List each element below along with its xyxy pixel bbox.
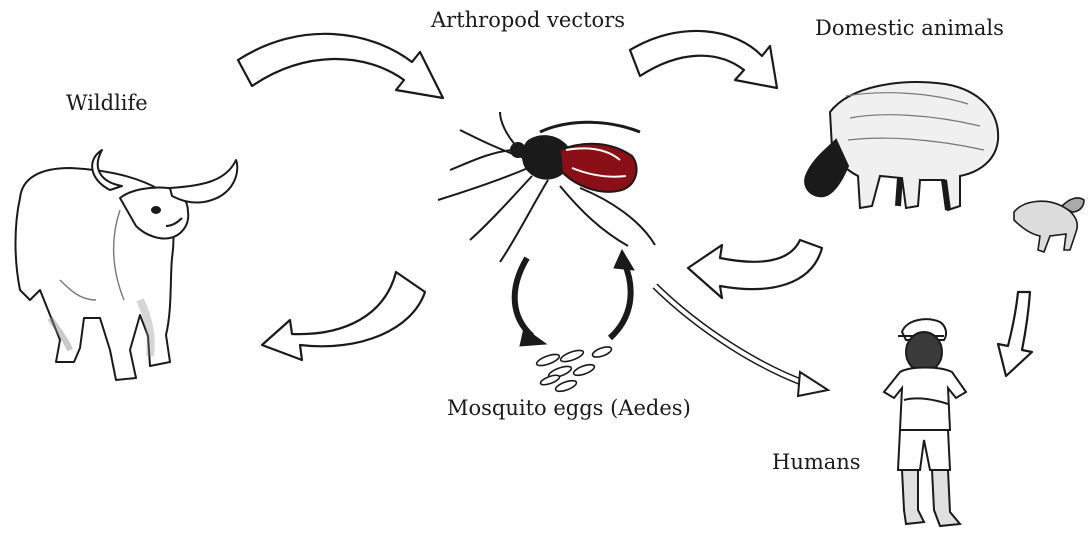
label-domestic-animals: Domestic animals — [815, 16, 1004, 40]
sheep-icon — [805, 82, 998, 210]
arrow-wildlife-to-vector — [238, 34, 443, 98]
arrow-vector-to-humans — [655, 286, 828, 396]
mosquito-icon — [438, 112, 655, 262]
human-icon — [884, 319, 966, 526]
mosquito-eggs-icon — [535, 345, 612, 394]
label-wildlife: Wildlife — [66, 91, 148, 115]
arrow-lamb-to-human — [998, 292, 1032, 376]
lamb-icon — [1014, 198, 1084, 252]
egg-cycle-arrows — [515, 250, 634, 346]
buffalo-icon — [16, 150, 238, 380]
label-humans: Humans — [772, 450, 861, 474]
arrow-vector-to-wildlife — [262, 272, 425, 360]
arrow-vector-to-domestic — [630, 31, 777, 88]
label-arthropod-vectors: Arthropod vectors — [430, 8, 625, 32]
arrow-domestic-to-vector — [688, 240, 822, 298]
label-mosquito-eggs: Mosquito eggs (Aedes) — [447, 396, 691, 420]
